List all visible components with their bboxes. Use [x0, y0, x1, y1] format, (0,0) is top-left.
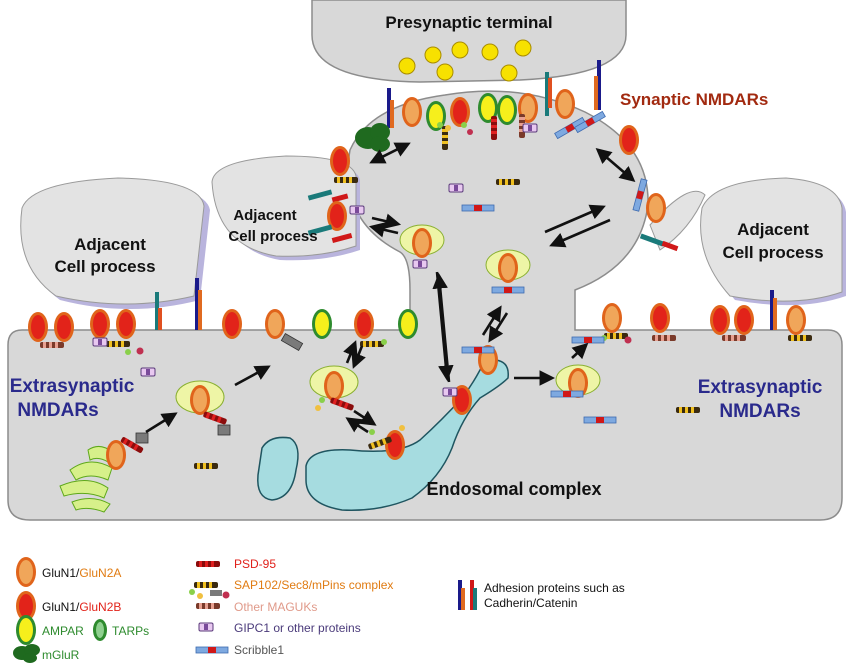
- legend-mglur-label: mGluR: [42, 648, 80, 662]
- synaptic-receptor-cluster: [387, 60, 606, 150]
- legend-glun2b: GluN1/GluN2B: [16, 591, 121, 621]
- legend-ampar-label: AMPAR: [42, 624, 84, 638]
- extrasynaptic-left-label-2: NMDARs: [17, 400, 98, 421]
- legend-adhesion: Adhesion proteins such as Cadherin/Caten…: [458, 580, 625, 610]
- legend-psd95-label: PSD-95: [234, 557, 276, 571]
- legend-glun2a-prefix: GluN1/: [42, 566, 80, 580]
- extrasynaptic-membrane-receptors: [28, 278, 812, 413]
- legend-glun2b-prefix: GluN1/: [42, 600, 80, 614]
- legend-gipc1: GIPC1 or other proteins: [198, 621, 361, 635]
- endosomal-complex-label: Endosomal complex: [426, 479, 601, 499]
- legend-maguks-label: Other MAGUKs: [234, 600, 317, 614]
- extrasynaptic-right-label-2: NMDARs: [719, 401, 800, 422]
- adjacent-mid-label-1: Adjacent: [233, 207, 296, 224]
- legend-sap102-label: SAP102/Sec8/mPins complex: [234, 578, 393, 592]
- legend-tarps-label: TARPs: [112, 624, 149, 638]
- spine-vesicles: [399, 224, 531, 294]
- cytoplasmic-complexes: [106, 336, 617, 470]
- green-endocytic-vesicles: [59, 446, 113, 513]
- adjacent-protrusion: [649, 190, 706, 251]
- legend-glun2b-suffix: GluN2B: [79, 600, 121, 614]
- synaptic-nmdars-label: Synaptic NMDARs: [620, 90, 768, 109]
- adjacent-left-label-1: Adjacent: [74, 235, 146, 254]
- adjacent-cell-left: [20, 177, 205, 305]
- adjacent-cell-right: [700, 177, 843, 302]
- legend-adhesion-label-1: Adhesion proteins such as: [484, 581, 625, 595]
- synaptic-vesicles: [398, 39, 532, 82]
- adjacent-left-label-2: Cell process: [54, 257, 155, 276]
- legend-adhesion-label-2: Cadherin/Catenin: [484, 596, 577, 610]
- extrasynaptic-right-label-1: Extrasynaptic: [698, 377, 823, 398]
- legend-glun2a: GluN1/GluN2A: [16, 557, 121, 587]
- svg-text:GluN1/GluN2A: GluN1/GluN2A: [42, 566, 121, 580]
- legend-ampar: AMPAR TARPs: [16, 615, 149, 645]
- legend: GluN1/GluN2A GluN1/GluN2B AMPAR TARPs mG…: [13, 557, 625, 663]
- legend-scribble1-label: Scribble1: [234, 643, 284, 657]
- spine-lateral-receptors: [307, 125, 679, 252]
- legend-sap102: SAP102/Sec8/mPins complex: [189, 578, 393, 599]
- presynaptic-terminal: [311, 0, 627, 83]
- adjacent-mid-label-2: Cell process: [228, 228, 317, 245]
- extrasynaptic-left-label-1: Extrasynaptic: [10, 376, 135, 397]
- presynaptic-label: Presynaptic terminal: [385, 13, 552, 32]
- svg-text:GluN1/GluN2B: GluN1/GluN2B: [42, 600, 121, 614]
- adjacent-right-label-1: Adjacent: [737, 220, 809, 239]
- legend-glun2a-suffix: GluN2A: [79, 566, 121, 580]
- endosomal-complex: [257, 359, 509, 511]
- legend-mglur: mGluR: [13, 644, 80, 663]
- legend-psd95: PSD-95: [196, 557, 276, 571]
- diagram-labels: Presynaptic terminal Synaptic NMDARs Adj…: [10, 13, 824, 499]
- legend-gipc1-label: GIPC1 or other proteins: [234, 621, 361, 635]
- legend-maguks: Other MAGUKs: [196, 600, 317, 614]
- adjacent-right-label-2: Cell process: [722, 243, 823, 262]
- trafficking-arrows: [145, 142, 636, 434]
- legend-scribble1: Scribble1: [195, 643, 284, 657]
